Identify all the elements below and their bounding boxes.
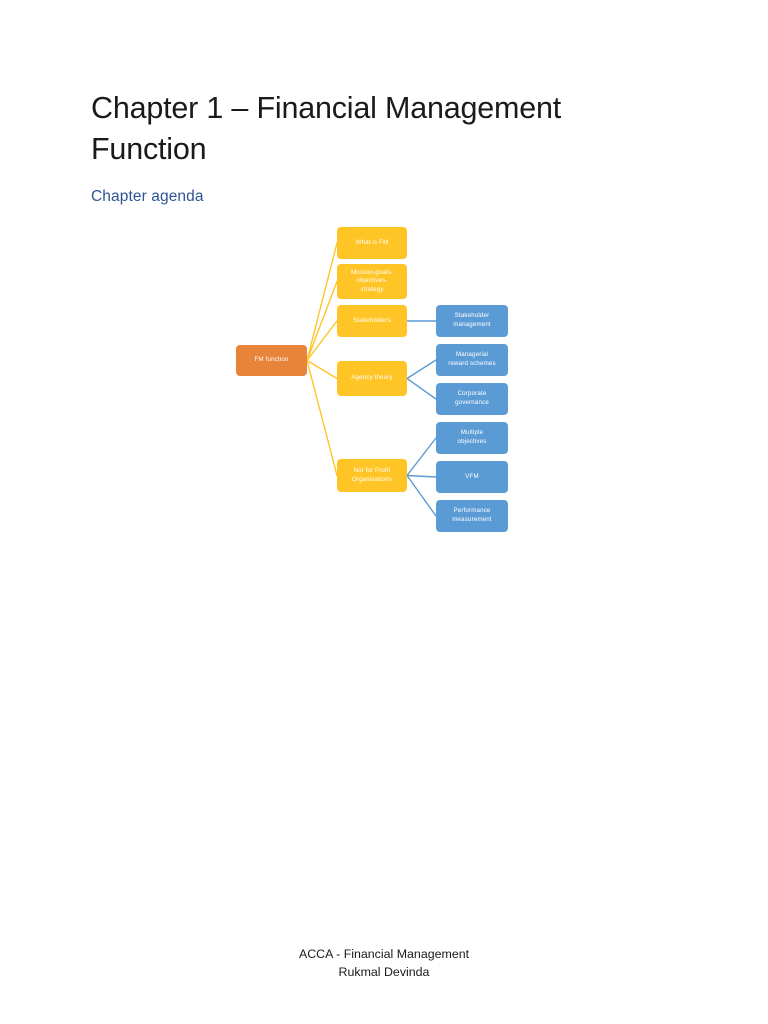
footer-line-1: ACCA - Financial Management [298,947,470,961]
connector-agency-theory-to-corporate-governance [406,377,437,400]
mindmap-leaf-corporate-governance[interactable]: Corporate governance [436,383,508,415]
mindmap-root-fm-function[interactable]: FM function [236,345,307,376]
connector-fm-function-to-not-for-profit-organisations [306,359,338,477]
mindmap-node-mission-goals-objectives-strategy[interactable]: Mission-goals- objectives- strategy [337,264,407,299]
connector-not-for-profit-organisations-to-performance-measurement [406,474,437,517]
connector-not-for-profit-organisations-to-vfm [406,474,437,478]
connector-not-for-profit-organisations-to-multiple-objectives [406,437,437,477]
connector-fm-function-to-what-is-fm [306,242,338,362]
mindmap-leaf-performance-measurement[interactable]: Performance measurement [436,500,508,532]
mindmap-leaf-multiple-objectives[interactable]: Multiple objectives [436,422,508,454]
mindmap-node-stakeholders[interactable]: Stakeholders [337,305,407,337]
mindmap-node-what-is-fm[interactable]: What is FM [337,227,407,259]
mindmap-leaf-managerial-reward-schemes[interactable]: Managerial reward schemes [436,344,508,376]
connector-agency-theory-to-managerial-reward-schemes [406,359,437,380]
mindmap-node-not-for-profit-organisations[interactable]: Not for Profit Organisations [337,459,407,492]
mindmap-leaf-stakeholder-management[interactable]: Stakeholder management [436,305,508,337]
footer-line-2: Rukmal Devinda [338,965,430,979]
connector-fm-function-to-agency-theory [306,359,338,380]
connector-fm-function-to-mission-goals-objectives-strategy [306,280,338,362]
chapter-agenda-heading: Chapter agenda [91,188,204,205]
connector-fm-function-to-stakeholders [306,320,338,362]
mindmap-leaf-vfm[interactable]: VFM [436,461,508,493]
mindmap-node-agency-theory[interactable]: Agency theory [337,361,407,396]
page-title: Chapter 1 – Financial Management Functio… [91,91,570,166]
